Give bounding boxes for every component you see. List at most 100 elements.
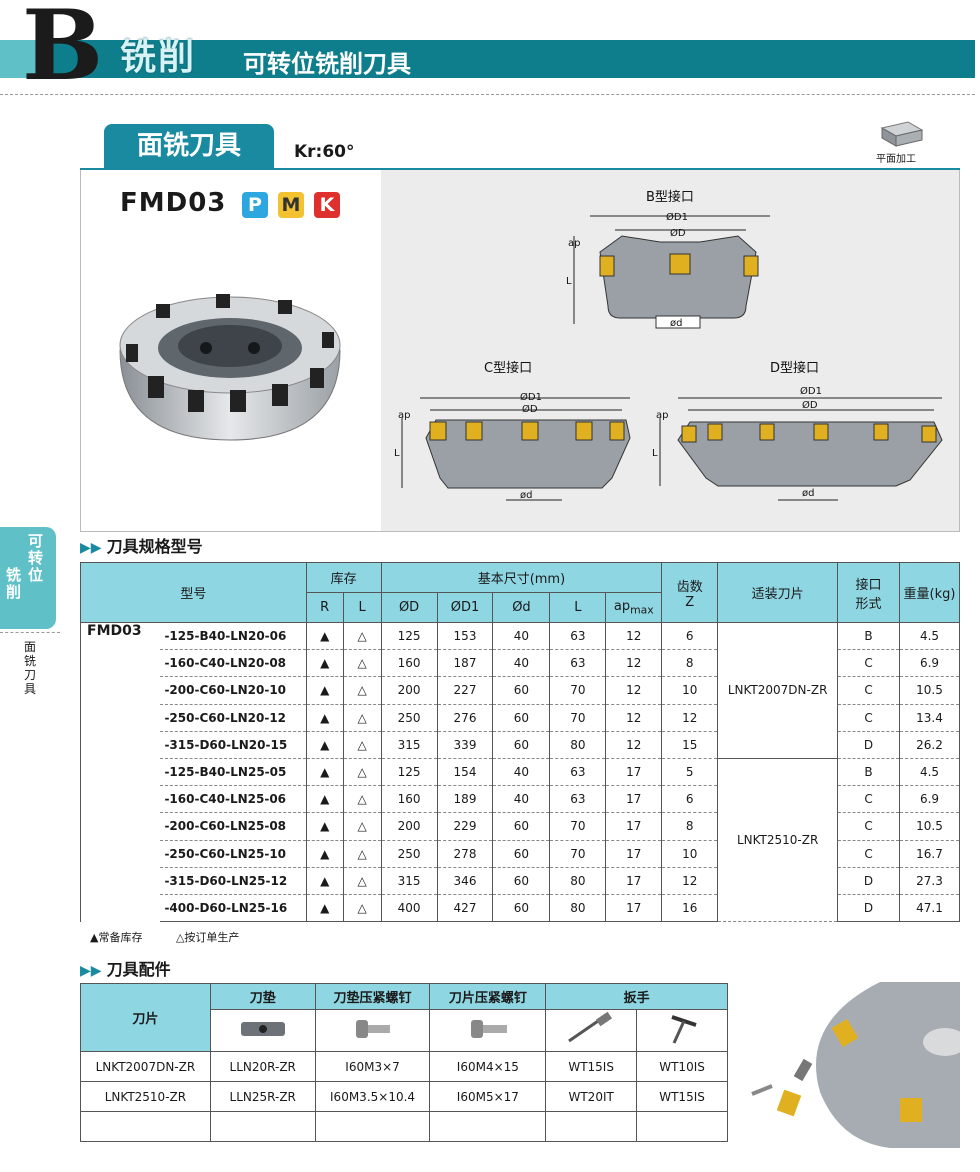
row-interface: B [837, 622, 900, 651]
row-model: -160-C40-LN20-08 [160, 649, 307, 678]
spec-section-title: 刀具规格型号 [106, 537, 203, 556]
row-interface: D [837, 894, 900, 923]
row-weight: 16.7 [898, 840, 961, 868]
row-z: 6 [661, 785, 719, 814]
row-ap: 17 [605, 840, 663, 868]
row-weight: 6.9 [898, 649, 961, 678]
b-d1-label: ØD1 [666, 212, 688, 223]
row-d: 60 [492, 840, 551, 868]
row-interface: C [837, 649, 900, 678]
h-interface: 接口形式 [837, 562, 900, 623]
acc-h-insert: 刀片 [80, 983, 211, 1052]
row-L: △ [342, 840, 382, 868]
acc-h-shim-screw: 刀垫压紧螺钉 [314, 983, 431, 1010]
b-l-label: L [566, 276, 572, 287]
legend-stock: ▲常备库存 [90, 931, 143, 944]
h-ap: apmax [605, 592, 663, 623]
row-z: 8 [661, 649, 719, 678]
row-ap: 17 [605, 894, 663, 923]
h-insert: 适装刀片 [717, 562, 839, 623]
acc-h-shim: 刀垫 [209, 983, 316, 1010]
row-L: △ [342, 676, 382, 705]
acc-w1: WT15IS [545, 1051, 638, 1082]
row-d: 60 [492, 812, 551, 841]
b-ap-label: ap [568, 238, 581, 249]
side-category-tab[interactable]: 可转位 铣削 [0, 527, 56, 629]
row-D: 160 [380, 649, 438, 678]
side-divider [0, 632, 60, 633]
row-z: 5 [661, 758, 719, 787]
acc-insert: LNKT2510-ZR [80, 1081, 211, 1112]
side-subcategory: 面铣刀具 [23, 640, 36, 696]
row-weight: 10.5 [898, 676, 961, 705]
row-ap: 12 [605, 731, 663, 759]
row-L: △ [342, 867, 382, 895]
row-len: 63 [549, 649, 607, 678]
row-D: 125 [380, 758, 438, 787]
side-tab-line1: 可转位 [28, 532, 44, 584]
h-l: L [342, 592, 382, 623]
row-D: 315 [380, 731, 438, 759]
row-len: 70 [549, 676, 607, 705]
row-D: 125 [380, 622, 438, 651]
acc-shim_screw: I60M3×7 [314, 1051, 431, 1082]
row-z: 8 [661, 812, 719, 841]
row-weight: 47.1 [898, 894, 961, 923]
row-L: △ [342, 785, 382, 814]
row-model: -125-B40-LN25-05 [160, 758, 307, 787]
b-d-label: ØD [670, 228, 686, 239]
model-name: FMD03 [120, 188, 227, 218]
row-model: -315-D60-LN20-15 [160, 731, 307, 759]
row-ap: 17 [605, 785, 663, 814]
h-r: R [305, 592, 344, 623]
row-D1: 278 [436, 840, 494, 868]
h-weight: 重量(kg) [898, 562, 961, 623]
acc-insert_screw: I60M4×15 [429, 1051, 547, 1082]
row-D: 200 [380, 812, 438, 841]
header-divider [0, 94, 975, 95]
row-z: 12 [661, 867, 719, 895]
table-row-empty [80, 1111, 728, 1142]
c-ap-label: ap [398, 410, 411, 421]
d-ap-label: ap [656, 410, 669, 421]
grade-m-badge: M [278, 192, 304, 218]
row-model: -125-B40-LN20-06 [160, 622, 307, 651]
row-ap: 12 [605, 649, 663, 678]
row-L: △ [342, 731, 382, 759]
row-ap: 12 [605, 622, 663, 651]
row-weight: 13.4 [898, 704, 961, 732]
c-bore-label: ød [520, 490, 533, 501]
row-z: 16 [661, 894, 719, 923]
row-D: 315 [380, 867, 438, 895]
acc-insert: LNKT2007DN-ZR [80, 1051, 211, 1082]
section-title: 面铣刀具 [104, 124, 274, 168]
row-interface: C [837, 785, 900, 814]
section-underline [80, 168, 960, 171]
row-R: ▲ [305, 894, 344, 923]
legend: ▲常备库存 △按订单生产 [90, 929, 239, 945]
row-d: 40 [492, 649, 551, 678]
header-letter: B [22, 0, 104, 102]
header-category: 铣削 [120, 37, 197, 78]
accessory-photo [751, 982, 960, 1148]
row-len: 80 [549, 867, 607, 895]
h-stock: 库存 [305, 562, 382, 593]
row-ap: 17 [605, 812, 663, 841]
row-model: -250-C60-LN25-10 [160, 840, 307, 868]
row-ap: 12 [605, 704, 663, 732]
row-interface: D [837, 731, 900, 759]
family-label: FMD03 [80, 622, 161, 922]
row-len: 63 [549, 622, 607, 651]
row-D1: 427 [436, 894, 494, 923]
d-l-label: L [652, 448, 658, 459]
row-L: △ [342, 894, 382, 923]
row-len: 70 [549, 704, 607, 732]
row-R: ▲ [305, 731, 344, 759]
h-basic-dims: 基本尺寸(mm) [380, 562, 663, 593]
shim-screw-image [314, 1009, 431, 1052]
acc-h-insert-screw: 刀片压紧螺钉 [429, 983, 547, 1010]
